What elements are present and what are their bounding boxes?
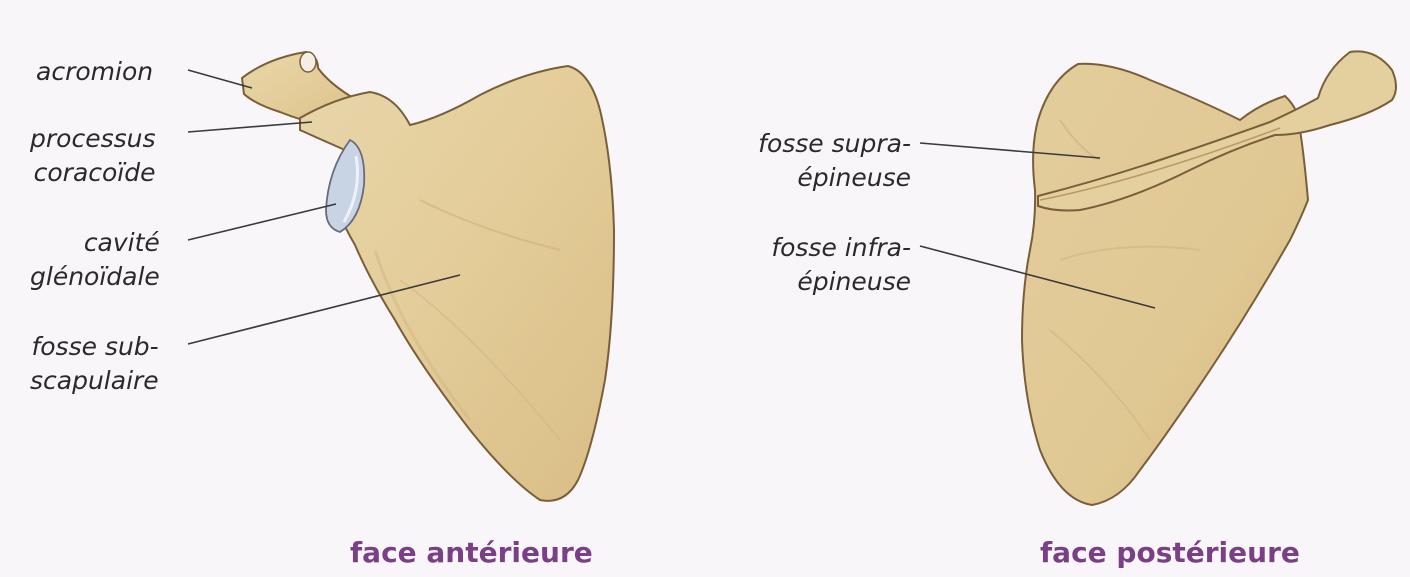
label-subscapular-fossa: fosse sub- scapulaire [30,330,159,398]
label-coracoid-process: processus coracoïde [30,122,156,190]
posterior-scapula [1022,51,1396,505]
label-supraspinous-fossa: fosse supra- épineuse [745,127,911,195]
caption-posterior-face: face postérieure [1040,536,1300,569]
anterior-body-shape [300,66,614,501]
label-acromion: acromion [36,55,153,89]
label-glenoid-cavity: cavité glénoïdale [30,226,160,294]
leader-coracoid [188,122,312,132]
anterior-scapula [242,52,614,501]
label-infraspinous-fossa: fosse infra- épineuse [758,231,911,299]
leader-glenoid [188,204,336,240]
acromion-tip [300,52,316,72]
caption-anterior-face: face antérieure [350,536,593,569]
